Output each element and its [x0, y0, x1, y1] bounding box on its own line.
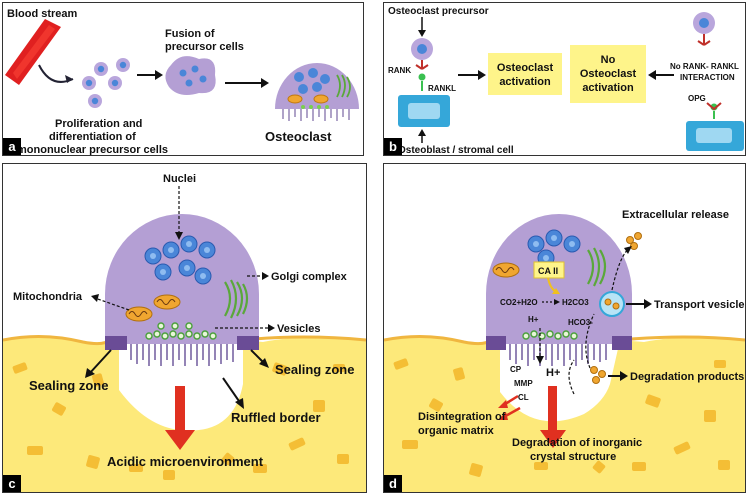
sealing-zone-right [237, 336, 259, 350]
activation-label-2: activation [499, 76, 551, 88]
osteoclast-cell [486, 213, 632, 344]
inorg-label-2: crystal structure [530, 451, 616, 463]
panel-letter-d: d [384, 475, 402, 492]
blood-stream-label: Blood stream [7, 8, 78, 20]
vesicles-label: Vesicles [277, 323, 320, 335]
fusion-label-1: Fusion of [165, 28, 215, 40]
h-big-label: H+ [546, 367, 560, 379]
panel-a: Blood stream Fusion of precursor cells P… [2, 2, 364, 156]
bone-matrix [384, 336, 745, 492]
mitochondria [125, 294, 181, 322]
panel-letter-c: c [3, 475, 21, 492]
mmp-label: MMP [514, 379, 533, 388]
transport-vesicle [599, 291, 625, 317]
no-interaction-label-2: INTERACTION [680, 73, 735, 82]
cl-label: CL [518, 393, 529, 402]
degradation-products-label: Degradation products [630, 371, 744, 383]
nuclei-label: Nuclei [163, 173, 196, 185]
no-activation-label-1: No [601, 54, 616, 66]
sealing-zone-left [105, 336, 127, 350]
vesicles [145, 322, 217, 340]
panel-c: Nuclei Golgi complex Mitochondria Vesicl… [2, 163, 367, 493]
hco3-label: HCO3- [568, 318, 593, 327]
panel-letter-a: a [3, 138, 21, 155]
fused-precursor [165, 56, 216, 95]
golgi-complex [224, 279, 249, 319]
disint-label-2: organic matrix [418, 425, 495, 437]
panel-d: Extracellular release CA II CO2+H2O H2CO… [383, 163, 746, 493]
no-activation-label-2: Osteoclast [580, 68, 637, 80]
fusion-label-2: precursor cells [165, 41, 244, 53]
acidic-arrow [165, 430, 195, 450]
rankl-label: RANKL [428, 84, 456, 93]
nuclei [144, 235, 216, 285]
precursor-label: Osteoclast precursor [388, 6, 489, 17]
no-activation-box [570, 45, 646, 103]
ca2-label: CA II [538, 266, 558, 276]
disint-label-1: Disintegration of [418, 411, 506, 423]
extracellular-label: Extracellular release [622, 209, 729, 221]
prolif-label-1: Proliferation and [55, 118, 142, 130]
transport-label: Transport vesicle [654, 299, 745, 311]
acidic-label: Acidic microenvironment [107, 454, 264, 469]
osteoblast-label: Osteoblast / stromal cell [398, 145, 514, 155]
ruffled-label: Ruffled border [231, 410, 321, 425]
h-small-label: H+ [528, 315, 539, 324]
sealing-right-label: Sealing zone [275, 362, 354, 377]
prolif-label-3: mononuclear precursor cells [17, 144, 168, 155]
mononuclear-cells [82, 58, 130, 108]
opg-label: OPG [688, 94, 706, 103]
golgi-label: Golgi complex [271, 271, 348, 283]
ruffled-border [130, 344, 234, 366]
inorg-label-1: Degradation of inorganic [512, 437, 642, 449]
mitochondria-label: Mitochondria [13, 291, 83, 303]
activation-box [488, 53, 562, 95]
panel-b: Osteoclast precursor RANK RANKL Osteocla… [383, 2, 746, 156]
activation-label-1: Osteoclast [497, 62, 554, 74]
no-activation-label-3: activation [582, 82, 634, 94]
prolif-label-2: differentiation of [49, 131, 136, 143]
rank-label: RANK [388, 66, 411, 75]
reaction-left-label: CO2+H2O [500, 298, 538, 307]
panel-letter-b: b [384, 138, 402, 155]
reaction-right-label: H2CO3 [562, 298, 589, 307]
osteoclast-label: Osteoclast [265, 129, 332, 144]
osteoclast-cell [275, 63, 359, 121]
cp-label: CP [510, 365, 522, 374]
no-interaction-label-1: No RANK- RANKL [670, 62, 739, 71]
sealing-left-label: Sealing zone [29, 378, 108, 393]
